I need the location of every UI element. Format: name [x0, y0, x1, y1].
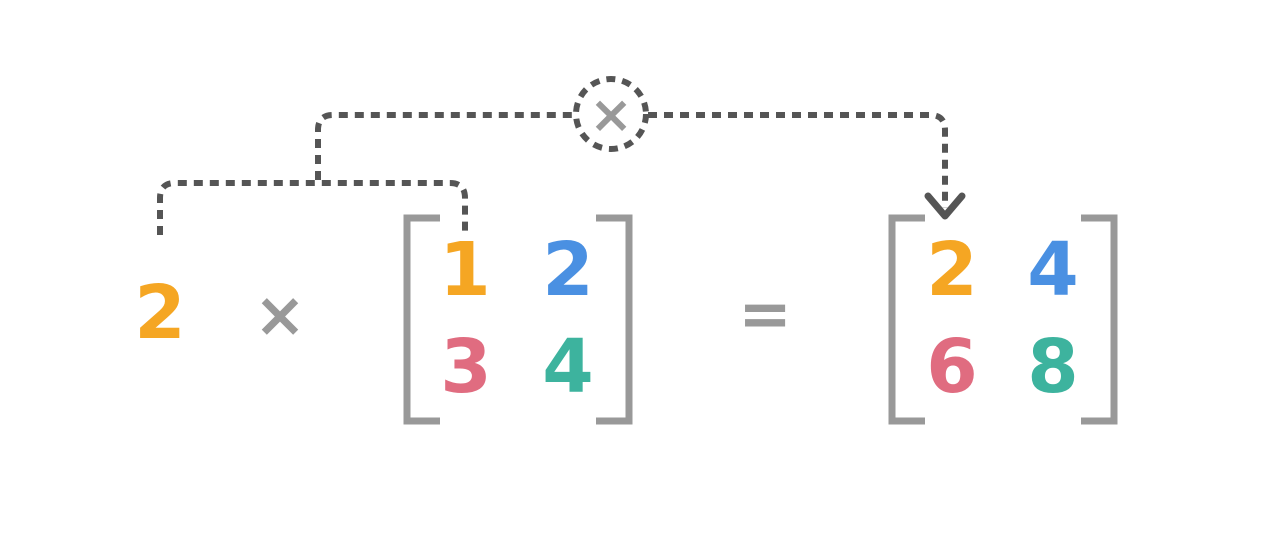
input-matrix-left-bracket [403, 214, 440, 425]
scalar-to-matrix-connector [157, 180, 468, 235]
inputs-to-operator-connector [315, 112, 575, 180]
result-matrix-cell: 6 [926, 324, 978, 410]
multiply-operator-circle [573, 76, 649, 152]
arrow-down-icon [924, 192, 966, 220]
input-matrix-cell: 4 [542, 324, 594, 410]
multiply-sign: × [254, 278, 306, 351]
result-matrix-cell: 2 [926, 227, 978, 313]
input-matrix-cell: 2 [542, 227, 594, 313]
input-matrix-right-bracket [596, 214, 633, 425]
result-matrix-left-bracket [888, 214, 925, 425]
result-matrix-cell: 8 [1027, 324, 1079, 410]
result-matrix-cell: 4 [1027, 227, 1079, 313]
input-matrix-cell: 3 [440, 324, 492, 410]
result-matrix-right-bracket [1081, 214, 1118, 425]
circle-multiply-icon: × [589, 85, 633, 145]
operator-to-result-connector [648, 112, 948, 208]
scalar-value: 2 [134, 270, 186, 356]
equals-sign: = [738, 278, 792, 352]
input-matrix-cell: 1 [439, 227, 491, 313]
